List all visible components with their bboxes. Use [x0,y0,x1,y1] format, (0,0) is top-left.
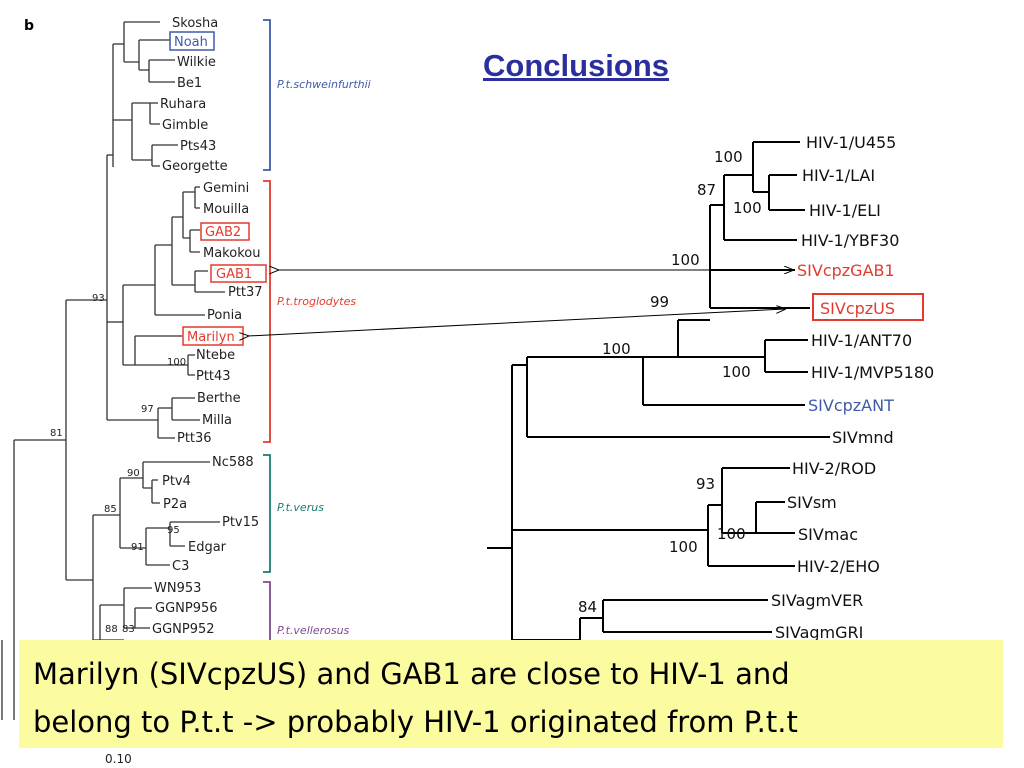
taxon-label: Ruhara [160,97,206,112]
bootstrap-value: 100 [167,357,186,368]
bootstrap-value: 100 [722,363,751,381]
taxon-label: P2a [163,497,187,512]
taxon-label: HIV-1/LAI [802,166,875,185]
panel-label: b [24,18,34,34]
bootstrap-value: 84 [578,598,597,616]
taxon-label: Gimble [162,118,208,133]
bootstrap-value: 83 [122,624,135,635]
taxon-label: HIV-1/MVP5180 [811,363,934,382]
taxon-label: Be1 [177,76,202,91]
left-tree-taxa: Skosha Noah Wilkie Be1 Ruhara Gimble Pts… [152,16,267,637]
bootstrap-value: 100 [714,148,743,166]
taxon-label: WN953 [154,581,201,596]
bootstrap-value: 100 [602,340,631,358]
taxon-label: Ntebe [196,348,235,363]
highlight-box [169,31,215,51]
group-brackets [263,19,271,640]
taxon-label: HIV-1/YBF30 [801,231,899,250]
caption-line: belong to P.t.t -> probably HIV-1 origin… [33,705,798,739]
caption-line: Marilyn (SIVcpzUS) and GAB1 are close to… [33,657,790,691]
group-label-schweinfurthii: P.t.schweinfurthii [277,78,371,91]
taxon-label: Wilkie [177,55,216,70]
taxon-label: Ptt37 [228,285,263,300]
arrow-marilyn [248,309,785,336]
taxon-label: GAB1 [216,267,252,282]
taxon-label: HIV-1/ANT70 [811,331,912,350]
bootstrap-value: 99 [650,293,669,311]
taxon-label: Marilyn [187,330,235,345]
highlight-box [210,264,267,283]
slide-title: Conclusions [483,48,670,83]
taxon-label: Mouilla [203,202,249,217]
bootstrap-value: 100 [669,538,698,556]
taxon-label: HIV-1/ELI [809,201,881,220]
bootstrap-value: 100 [717,525,746,543]
group-label-verus: P.t.verus [277,501,324,514]
bootstrap-value: 95 [167,525,180,536]
bootstrap-value: 100 [733,199,762,217]
taxon-label: Pts43 [180,139,216,154]
bootstrap-value: 85 [104,504,117,515]
bootstrap-value: 93 [696,475,715,493]
scale-label: 0.10 [105,752,132,766]
taxon-label: Ptv4 [162,474,191,489]
right-tree-branches [487,141,830,641]
left-tree-branches [1,21,225,743]
bootstrap-value: 100 [671,251,700,269]
bootstrap-value: 91 [131,542,144,553]
taxon-label: SIVagmGRI [775,623,863,642]
bootstrap-value: 93 [92,293,105,304]
taxon-label: Edgar [188,540,227,555]
taxon-label: Ponia [207,308,242,323]
taxon-label: Milla [202,413,232,428]
taxon-label: SIVcpzUS [820,299,895,318]
taxon-label: GGNP956 [155,601,218,616]
taxon-label: Georgette [162,159,228,174]
taxon-label: GGNP952 [152,622,215,637]
bootstrap-value: 87 [697,181,716,199]
highlight-box [812,293,924,321]
taxon-label: SIVagmVER [771,591,863,610]
highlight-box [200,222,250,241]
group-label-troglodytes: P.t.troglodytes [277,295,356,308]
connector-arrows [248,270,793,336]
taxon-label: SIVsm [787,493,837,512]
taxon-label: GAB2 [205,225,241,240]
conclusion-caption: Marilyn (SIVcpzUS) and GAB1 are close to… [19,640,1003,748]
taxon-label: Ptt43 [196,369,231,384]
taxon-label: SIVcpzANT [808,396,894,415]
right-tree-bootstrap: 100 87 100 100 99 100 100 93 100 100 84 [578,148,762,616]
bootstrap-value: 81 [50,428,63,439]
taxon-label: C3 [172,559,189,574]
right-tree-taxa: HIV-1/U455 HIV-1/LAI HIV-1/ELI HIV-1/YBF… [771,133,934,642]
group-label-vellerosus: P.t.vellerosus [277,624,350,637]
taxon-label: Berthe [197,391,241,406]
bootstrap-value: 97 [141,404,154,415]
bootstrap-value: 90 [127,468,140,479]
taxon-label: Skosha [172,16,218,31]
taxon-label: Ptv15 [222,515,259,530]
taxon-label: HIV-1/U455 [806,133,896,152]
taxon-label: SIVmac [798,525,858,544]
taxon-label: HIV-2/EHO [797,557,880,576]
taxon-label: Ptt36 [177,431,212,446]
taxon-label: HIV-2/ROD [792,459,876,478]
taxon-label: Nc588 [212,455,254,470]
taxon-label: Noah [174,35,208,50]
bootstrap-value: 88 [105,624,118,635]
taxon-label: SIVcpzGAB1 [797,261,895,280]
taxon-label: Makokou [203,246,260,261]
taxon-label: SIVmnd [832,428,894,447]
left-tree-bootstrap: 93 100 97 81 90 85 95 91 88 83 [50,293,186,635]
taxon-label: Gemini [203,181,249,196]
